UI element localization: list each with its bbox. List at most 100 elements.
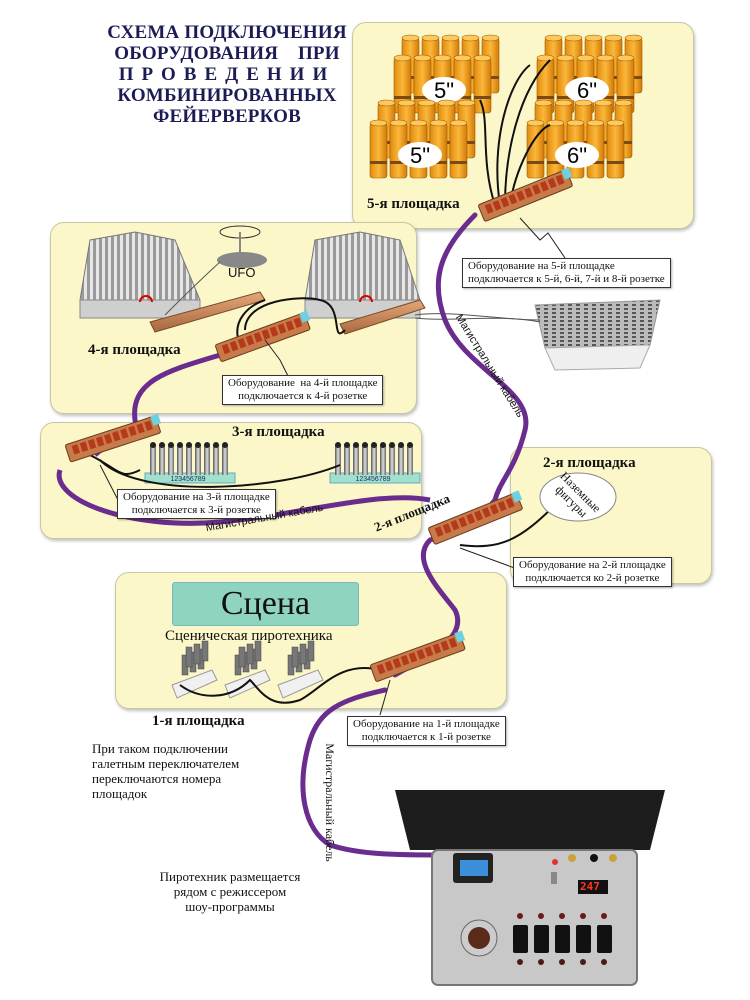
control-panel — [395, 790, 665, 986]
shell-top — [401, 34, 420, 42]
tube — [353, 445, 359, 475]
terminal-socket — [277, 323, 287, 334]
site4-note: Оборудование на 4-й площадке подключаетс… — [222, 375, 384, 405]
terminal-socket — [95, 436, 105, 447]
shell-rack: 6" — [526, 99, 633, 179]
terminal-socket — [120, 428, 129, 439]
shell-top — [554, 99, 573, 107]
terminal-socket — [458, 516, 468, 528]
operator-note: Пиротехник размещается рядом с режиссеро… — [150, 869, 310, 914]
switch-note-line-1: При таком подключении — [92, 741, 228, 756]
terminal-socket — [434, 526, 444, 537]
diagram-title: СХЕМА ПОДКЛЮЧЕНИЯ ОБОРУДОВАНИЯ ПРИ ПРОВЕ… — [82, 22, 372, 127]
shell-top — [606, 119, 625, 127]
tube — [407, 445, 413, 475]
rocker-switch — [534, 925, 549, 953]
tube-top — [398, 442, 404, 448]
terminal-socket — [79, 441, 89, 452]
shell-top — [536, 54, 555, 62]
indicator-led — [517, 959, 523, 965]
terminal-socket — [229, 340, 239, 352]
trunk-cable-label-lower: Магистральный кабель — [322, 743, 337, 862]
tube-top — [177, 442, 183, 448]
tube — [344, 445, 350, 475]
shell-top — [576, 54, 595, 62]
tube-top — [186, 442, 192, 448]
terminal-socket — [481, 507, 491, 518]
site5-label: 5-я площадка — [367, 196, 460, 212]
terminal-socket — [500, 196, 510, 208]
tube — [150, 445, 156, 475]
terminal-socket — [474, 510, 484, 521]
switch-note-line-2: галетным переключателем — [92, 756, 240, 771]
terminal-socket — [253, 332, 263, 343]
site5-note: Оборудование на 5-й площадке подключаетс… — [462, 258, 671, 288]
terminal-socket — [408, 652, 418, 663]
shell-top — [377, 99, 396, 107]
shell-band — [370, 161, 387, 164]
tube — [380, 445, 386, 475]
shell-top — [461, 34, 480, 42]
tube — [398, 445, 404, 475]
terminal-box — [370, 630, 466, 682]
scene-box: Сцена — [172, 582, 359, 626]
terminal-socket — [221, 343, 231, 355]
shell-band — [617, 96, 634, 99]
terminal-socket — [505, 497, 515, 509]
terminal-socket — [71, 444, 81, 455]
site4-connector-strips — [149, 291, 426, 335]
rocker-switch — [513, 925, 528, 953]
switch-note-line-3: переключаются номера — [92, 771, 222, 786]
tube-top — [335, 442, 341, 448]
pyro-base — [277, 669, 324, 699]
tube-top — [204, 442, 210, 448]
tube — [213, 445, 219, 475]
shell-band — [527, 161, 544, 164]
tube-top — [389, 442, 395, 448]
shell-top — [413, 54, 432, 62]
terminal-socket — [432, 643, 442, 654]
ufo-label: UFO — [228, 265, 256, 280]
shell-top — [564, 34, 583, 42]
shell-band — [547, 161, 564, 164]
indicator-led — [580, 959, 586, 965]
terminal-cap — [454, 630, 466, 643]
site5-shell-racks: 5"5"6"6" — [369, 34, 643, 179]
shell-top — [437, 99, 456, 107]
tube-top — [168, 442, 174, 448]
terminal-socket — [442, 523, 452, 534]
shell-top — [614, 99, 633, 107]
tube-top — [371, 442, 377, 448]
shell-band — [607, 161, 624, 164]
shell-top — [433, 54, 452, 62]
terminal-cap — [561, 167, 573, 180]
shell-top — [409, 119, 428, 127]
shell-top — [534, 99, 553, 107]
indicator-led — [538, 959, 544, 965]
site1-note: Оборудование на 1-й площадке подключаетс… — [347, 716, 506, 746]
terminal-socket — [424, 646, 434, 657]
terminal-socket — [440, 640, 450, 651]
shell-top — [596, 54, 615, 62]
site3-note-line-2: подключается к 3-й розетке — [131, 504, 261, 516]
shell-top — [449, 119, 468, 127]
tube — [168, 445, 174, 475]
terminal-socket — [539, 180, 549, 192]
shell-rack: 5" — [369, 99, 476, 179]
shell-top — [397, 99, 416, 107]
terminal-box — [428, 490, 523, 545]
tube — [159, 445, 165, 475]
indicator-led — [559, 913, 565, 919]
shell-top — [481, 34, 500, 42]
site4-note-line-1: Оборудование на 4-й площадке — [228, 377, 378, 389]
tube-top — [344, 442, 350, 448]
tube-top — [380, 442, 386, 448]
shell-band — [394, 96, 411, 99]
site1-note-line-1: Оборудование на 1-й площадке — [353, 718, 500, 730]
shell-top — [417, 99, 436, 107]
rocker-switches — [513, 913, 612, 965]
terminal-socket — [450, 519, 460, 531]
tube — [186, 445, 192, 475]
shell — [369, 122, 388, 179]
